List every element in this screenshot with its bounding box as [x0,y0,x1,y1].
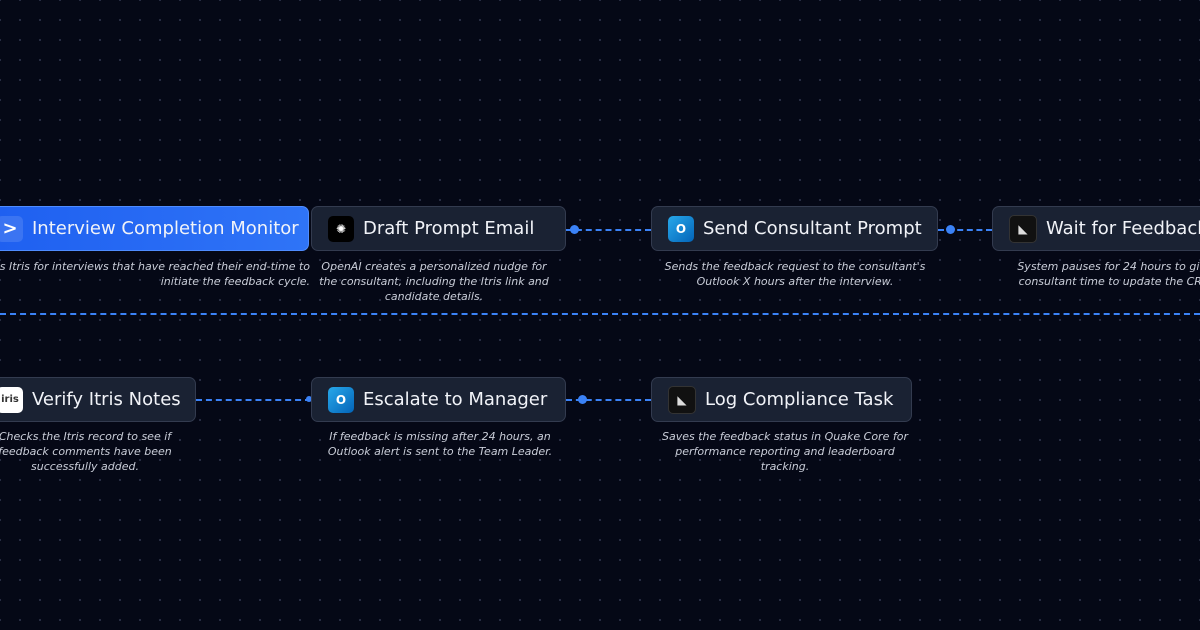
openai-icon: ✺ [328,215,354,242]
node-description: System pauses for 24 hours to give consu… [1017,260,1200,288]
node-interview-completion-monitor[interactable]: > Interview Completion Monitor [0,206,309,251]
node-wait-for-feedback[interactable]: ◣ Wait for Feedback [992,206,1200,251]
node-description: If feedback is missing after 24 hours, a… [327,430,553,458]
node-escalate-to-manager[interactable]: O Escalate to Manager [311,377,566,422]
node-description: Sends the feedback request to the consul… [664,260,926,288]
node-title: Interview Completion Monitor [32,218,299,239]
row-connector [0,313,1200,315]
connector-handle[interactable] [578,395,587,404]
node-title: Log Compliance Task [705,389,894,410]
node-description: OpenAI creates a personalized nudge for … [319,260,549,303]
connector-handle[interactable] [570,225,579,234]
node-title: Verify Itris Notes [32,389,181,410]
node-title: Send Consultant Prompt [703,218,922,239]
node-draft-prompt-email[interactable]: ✺ Draft Prompt Email [311,206,566,251]
node-log-compliance-task[interactable]: ◣ Log Compliance Task [651,377,912,422]
connector-handle[interactable] [306,396,312,402]
quake-icon: ◣ [668,385,696,414]
node-verify-itris-notes[interactable]: iris Verify Itris Notes [0,377,196,422]
node-description: s Itris for interviews that have reached… [0,260,310,288]
outlook-icon: O [328,386,354,413]
node-send-consultant-prompt[interactable]: O Send Consultant Prompt [651,206,938,251]
connector [196,399,311,401]
node-title: Wait for Feedback [1046,218,1200,239]
connector [566,399,651,401]
node-description: Saves the feedback status in Quake Core … [662,430,908,473]
node-title: Escalate to Manager [363,389,548,410]
play-chevron-icon: > [0,215,23,242]
outlook-icon: O [668,215,694,242]
connector [566,229,651,231]
connector [938,229,992,231]
itris-icon: iris [0,386,23,413]
node-description: Checks the Itris record to see if feedba… [0,430,172,473]
connector-handle[interactable] [946,225,955,234]
quake-icon: ◣ [1009,214,1037,243]
node-title: Draft Prompt Email [363,218,535,239]
